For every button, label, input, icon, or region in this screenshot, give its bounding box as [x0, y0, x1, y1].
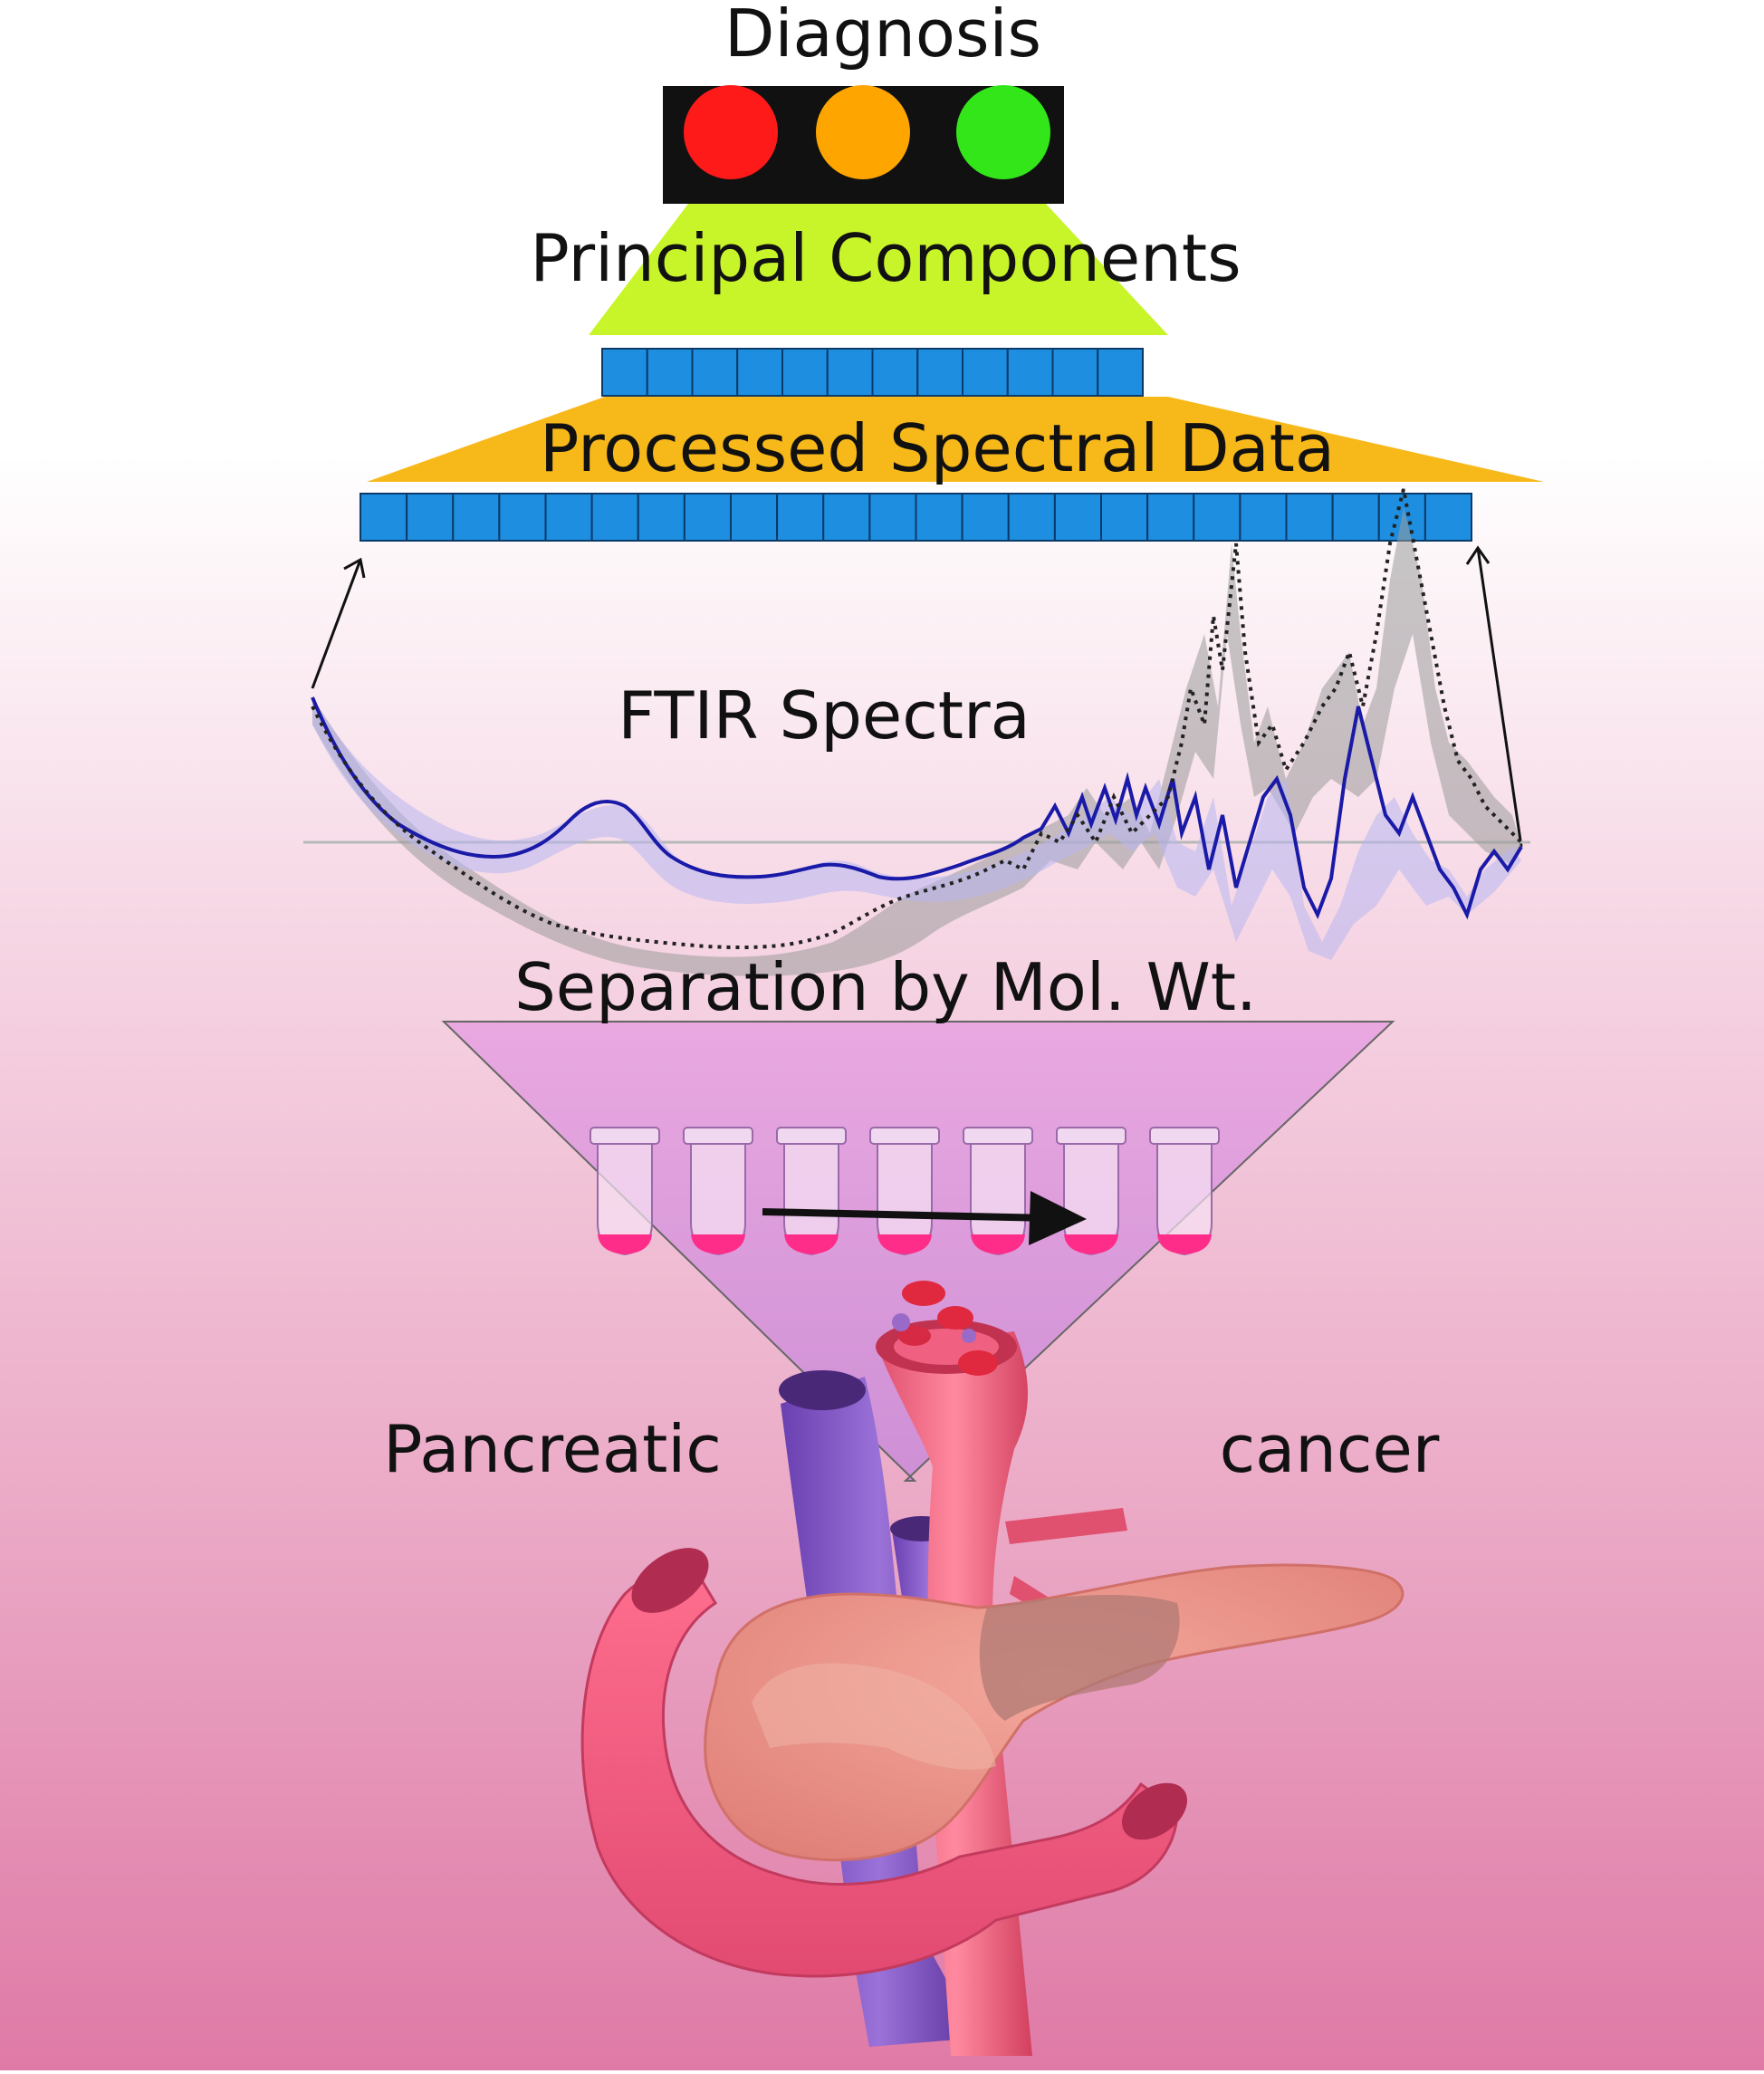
blood-cell: [898, 1326, 931, 1346]
blood-cell: [937, 1306, 973, 1330]
sample-tube: [776, 1127, 847, 1256]
spectral-cell: [1053, 493, 1102, 542]
spectral-data-cells: [360, 493, 1472, 542]
spectral-cell: [544, 493, 593, 542]
sample-tubes: [590, 1127, 1220, 1256]
spectral-cell: [1007, 493, 1056, 542]
spectral-cell: [1331, 493, 1380, 542]
pancreatic-label: Pancreatic: [383, 1411, 722, 1487]
spectral-cell: [1100, 493, 1149, 542]
spectral-cell: [961, 493, 1010, 542]
spectral-cell: [452, 493, 501, 542]
separation-arrow: [762, 1191, 1087, 1245]
pancreas-anatomy: [580, 1281, 1404, 2056]
spectral-cell: [637, 493, 685, 542]
spectral-cell: [1239, 493, 1288, 542]
sample-tube: [963, 1127, 1033, 1256]
pc-cell: [646, 348, 694, 397]
spectral-cell: [1193, 493, 1242, 542]
spectral-cell: [730, 493, 779, 542]
spectrum-blue-band: [312, 697, 1521, 960]
pc-cell: [916, 348, 963, 397]
pancreas-head-fold: [752, 1663, 996, 1770]
spectral-cell: [1146, 493, 1195, 542]
sample-tube: [683, 1127, 753, 1256]
pc-cell: [1006, 348, 1054, 397]
green-light: [956, 85, 1050, 179]
sample-tube: [1149, 1127, 1220, 1256]
spectral-cell: [590, 493, 639, 542]
sample-tube: [1056, 1127, 1126, 1256]
principal-components-trapezoid: [589, 204, 1168, 335]
principal-component-cells: [601, 348, 1144, 397]
spectral-cell: [683, 493, 732, 542]
pc-cell: [601, 348, 648, 397]
pc-cell: [1097, 348, 1144, 397]
spectral-cell: [406, 493, 455, 542]
sample-tube: [590, 1127, 660, 1256]
blood-cell: [958, 1350, 998, 1376]
spectrum-blue-line: [311, 696, 1523, 920]
spectral-cell: [868, 493, 917, 542]
spectral-cell: [360, 493, 408, 542]
pc-cell: [781, 348, 829, 397]
pc-cell: [962, 348, 1009, 397]
pc-cell: [871, 348, 919, 397]
processed-spectral-trapezoid: [367, 397, 1544, 482]
spectral-cell: [1424, 493, 1472, 542]
vein-opening: [779, 1370, 866, 1410]
spectral-cell: [498, 493, 547, 542]
duodenum-opening: [631, 1548, 709, 1613]
spectral-cell: [915, 493, 963, 542]
artery-branch: [1005, 1508, 1127, 1544]
processed-spectral-label: Processed Spectral Data: [540, 410, 1335, 486]
separation-label: Separation by Mol. Wt.: [514, 949, 1257, 1025]
pancreas: [704, 1563, 1404, 1862]
blood-cell: [902, 1281, 945, 1306]
pc-cell: [736, 348, 783, 397]
sample-tube: [869, 1127, 940, 1256]
pc-cell: [826, 348, 874, 397]
spectral-cell: [1285, 493, 1334, 542]
ftir-spectra-label: FTIR Spectra: [618, 677, 1031, 754]
tumor: [979, 1594, 1180, 1721]
principal-components-label: Principal Components: [530, 220, 1241, 296]
ftir-spectrum: [303, 488, 1530, 976]
spectral-cell: [776, 493, 825, 542]
spectral-cell: [822, 493, 871, 542]
bracket-arrows: [311, 545, 1523, 848]
title-diagnosis: Diagnosis: [724, 0, 1041, 72]
red-light: [684, 85, 778, 179]
spectrum-dark-line: [311, 488, 1523, 950]
spectrum-grey-band: [312, 507, 1521, 976]
duodenum-opening-2: [1121, 1782, 1188, 1840]
pc-cell: [1051, 348, 1099, 397]
duodenum: [580, 1556, 1179, 1978]
amber-light: [816, 85, 910, 179]
pc-cell: [691, 348, 739, 397]
cancer-label: cancer: [1220, 1411, 1440, 1487]
